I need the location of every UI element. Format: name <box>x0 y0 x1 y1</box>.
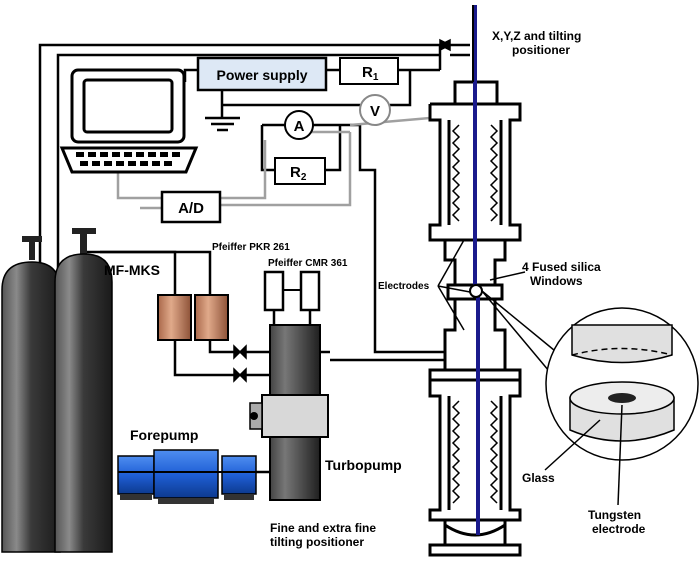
ad-converter-box <box>160 190 222 224</box>
signal-wires <box>116 116 431 210</box>
power-supply-label: Power supply <box>216 67 307 83</box>
mf-mks-label: MF-MKS <box>104 262 160 278</box>
voltmeter <box>359 94 391 126</box>
ad-converter-label: A/D <box>178 200 204 217</box>
valve-gas-2 <box>233 367 247 383</box>
positioner-top-label-line2: positioner <box>512 43 570 57</box>
valve-gas-1 <box>233 344 247 360</box>
bellows-bottom <box>451 400 499 504</box>
gas-cylinder-2 <box>54 228 113 553</box>
glass-pointer <box>544 419 601 471</box>
positioner-bottom-label-line2: tilting positioner <box>270 535 364 549</box>
voltmeter-label: V <box>370 103 380 120</box>
ammeter <box>284 110 314 140</box>
electrodes-label: Electrodes <box>378 281 430 292</box>
windows-pointer <box>489 271 526 281</box>
electrode-gap <box>469 284 483 298</box>
pfeiffer-pkr-label: Pfeiffer PKR 261 <box>212 242 290 253</box>
pkr-gauge-1 <box>157 294 192 341</box>
tungsten-label-line1: Tungsten <box>588 508 641 522</box>
resistor-r1 <box>339 57 399 85</box>
valve-top <box>438 38 452 52</box>
forepump-label: Forepump <box>130 427 198 443</box>
turbopump-label: Turbopump <box>325 457 402 473</box>
electrodes-pointers <box>437 239 471 331</box>
turbopump <box>249 324 330 501</box>
r1-label: R1 <box>362 64 379 83</box>
gas-cylinder-1 <box>1 236 61 553</box>
windows-label-line1: 4 Fused silica <box>522 260 601 274</box>
tungsten-pointer <box>617 404 623 506</box>
r2-label: R2 <box>290 164 307 183</box>
bellows-top <box>451 124 499 222</box>
ammeter-label: A <box>294 118 305 135</box>
windows-label-line2: Windows <box>530 274 583 288</box>
positioner-top-label-line1: X,Y,Z and tilting <box>492 29 581 43</box>
pkr-gauge-2 <box>194 294 229 341</box>
zoom-detail <box>481 290 699 461</box>
forepump <box>117 449 270 504</box>
positioner-bottom-label-line1: Fine and extra fine <box>270 521 376 535</box>
power-supply-box <box>196 56 328 92</box>
computer-monitor <box>59 68 199 174</box>
cmr-gauges <box>263 270 321 326</box>
resistor-r2 <box>274 157 326 185</box>
glass-label: Glass <box>522 471 555 485</box>
tungsten-label-line2: electrode <box>592 522 646 536</box>
pfeiffer-cmr-label: Pfeiffer CMR 361 <box>268 258 348 269</box>
